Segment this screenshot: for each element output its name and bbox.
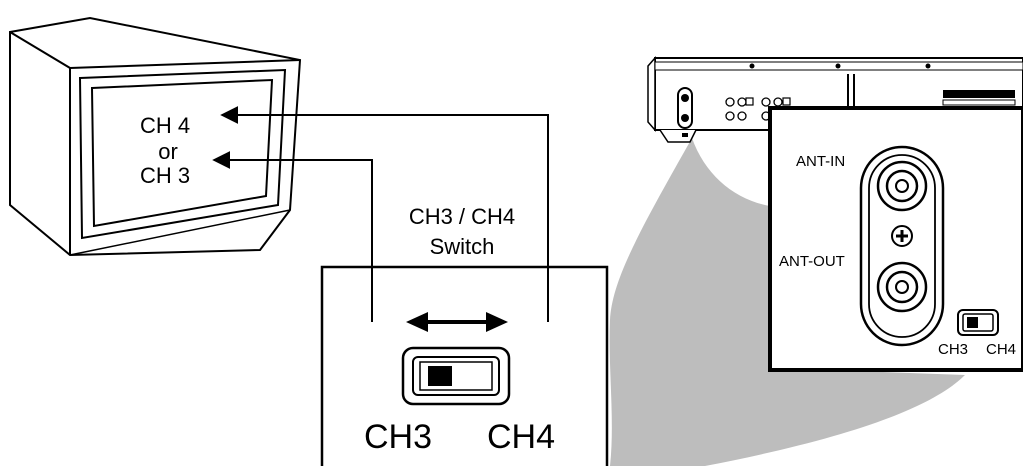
ant-out-label: ANT-OUT xyxy=(779,253,845,270)
detail-switch-label-ch3: CH3 xyxy=(938,341,968,358)
ant-out-jack[interactable] xyxy=(876,261,928,313)
switch-callout: CH3 / CH4 Switch CH3 CH4 xyxy=(320,204,609,466)
ant-in-label: ANT-IN xyxy=(796,153,845,170)
double-arrow xyxy=(406,312,508,332)
tv-label-or: or xyxy=(158,139,178,164)
tv-label-ch3: CH 3 xyxy=(140,163,190,188)
ch4-arrow xyxy=(220,106,549,322)
ant-in-jack[interactable] xyxy=(876,160,928,212)
zoom-cone xyxy=(609,138,965,466)
switch-label-ch3: CH3 xyxy=(364,418,432,456)
screw-icon xyxy=(891,225,913,247)
detail-switch-label-ch4: CH4 xyxy=(986,341,1016,358)
switch-knob xyxy=(428,366,452,386)
antenna-detail-callout: ANT-IN ANT-OUT CH3 CH4 xyxy=(768,106,1023,372)
antenna-jack-plate xyxy=(859,145,945,347)
switch-label-ch4: CH4 xyxy=(487,418,555,456)
small-channel-switch[interactable] xyxy=(957,309,999,336)
television: CH 4 or CH 3 xyxy=(9,16,302,257)
switch-title-line2: Switch xyxy=(430,234,495,259)
switch-title-line1: CH3 / CH4 xyxy=(409,204,515,229)
tv-label-ch4: CH 4 xyxy=(140,113,190,138)
large-channel-switch[interactable] xyxy=(401,346,511,406)
